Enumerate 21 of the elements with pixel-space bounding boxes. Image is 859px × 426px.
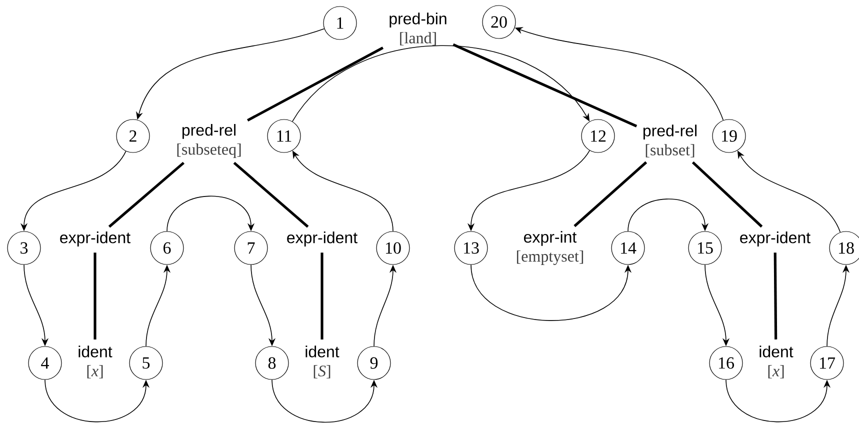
- tree-branch-line: [320, 252, 324, 340]
- tree-branch-line: [452, 43, 638, 128]
- tree-node-label: pred-rel [subset]: [643, 124, 696, 158]
- tree-branch-line: [692, 161, 763, 228]
- tree-branch-line: [247, 46, 384, 122]
- tree-node-label: ident [x]: [78, 346, 112, 378]
- tree-node-label: expr-int [emptyset]: [517, 230, 584, 266]
- tree-node-label: pred-rel [subseteq]: [177, 124, 241, 158]
- arrow: [166, 196, 255, 232]
- tree-branch-line: [774, 252, 778, 340]
- tree-node-label: ident [S]: [306, 346, 340, 378]
- tree-branch-line: [574, 161, 648, 228]
- tree-node-label: expr-ident: [287, 232, 358, 246]
- tree-node-label: pred-bin [land]: [390, 12, 446, 46]
- tree-node-label: expr-ident: [740, 232, 810, 246]
- tree-branch-line: [108, 162, 184, 228]
- tree-node-label: ident [x]: [760, 346, 794, 378]
- tree-node-label: expr-ident: [60, 232, 130, 246]
- tree-branch-line: [94, 252, 96, 340]
- arrow: [628, 198, 709, 232]
- tree-branch-line: [233, 162, 309, 228]
